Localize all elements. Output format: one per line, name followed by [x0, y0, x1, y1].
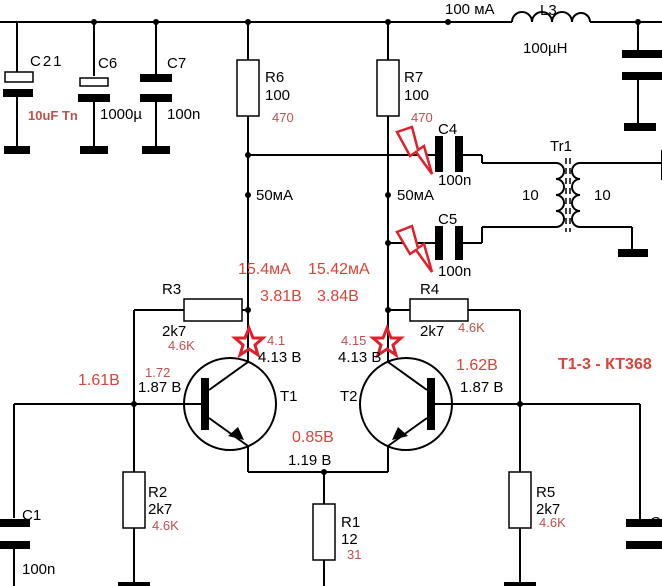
- r1-label: R1: [341, 514, 360, 531]
- r7-label: R7: [404, 69, 423, 86]
- tr1-right-value: 10: [594, 187, 611, 204]
- r6-label: R6: [265, 69, 284, 86]
- collector-v-right: 3.84В: [317, 288, 359, 305]
- t2-base-nominal: 1.87 В: [460, 379, 503, 396]
- measured-current-right: 15.42мА: [308, 261, 370, 278]
- t2-collector-nominal: 4.13 В: [338, 349, 381, 366]
- resistor-r4: [409, 298, 469, 322]
- capacitor-c21: [3, 71, 34, 154]
- r4-alt: 4.6K: [458, 320, 485, 335]
- r5-value: 2k7: [536, 501, 560, 518]
- resistor-r7: [376, 59, 400, 117]
- emitter-measured: 0.85В: [292, 429, 334, 446]
- resistor-r1: [312, 503, 336, 561]
- t1-collector-measured: 4.1: [267, 333, 285, 348]
- r6-value: 100: [265, 87, 290, 104]
- tr1-label: Tr1: [550, 138, 572, 155]
- r3-label: R3: [162, 281, 181, 298]
- r7-value: 100: [404, 87, 429, 104]
- c4-value: 100n: [438, 172, 471, 189]
- r3-value: 2k7: [162, 323, 186, 340]
- transistor-t2: [359, 357, 520, 451]
- l3-value: 100µH: [523, 40, 568, 57]
- inductor-l3: [511, 11, 591, 23]
- branch-current-right: 50мА: [397, 187, 434, 204]
- t1-label: T1: [280, 388, 298, 405]
- supply-rail: [0, 19, 662, 76]
- t1-base-nominal: 1.87 В: [138, 379, 181, 396]
- capacitor-c5: [435, 226, 463, 260]
- c1-value: 100n: [22, 561, 55, 578]
- t2-collector-measured: 4.15: [341, 333, 366, 348]
- lightning-icon-c5: [395, 224, 434, 273]
- r2-value: 2k7: [148, 501, 172, 518]
- c7-label: C7: [167, 55, 186, 72]
- t1-collector-nominal: 4.13 В: [258, 349, 301, 366]
- capacitor-c7: [140, 74, 172, 154]
- r4-value: 2k7: [420, 323, 444, 340]
- c5-value: 100n: [438, 263, 471, 280]
- collector-v-left: 3.81В: [260, 288, 302, 305]
- capacitor-c4: [435, 136, 463, 172]
- c4-label: C4: [438, 121, 457, 138]
- capacitor-right-top: [622, 50, 662, 131]
- resistor-r2: [122, 471, 146, 529]
- c5-label: C5: [438, 211, 457, 228]
- c21-label: C21: [30, 53, 64, 70]
- transistor-note: T1-3 - КТ368: [558, 356, 652, 373]
- marker-star-right: [369, 323, 405, 359]
- resistor-r3: [183, 298, 243, 322]
- capacitor-c6: [78, 77, 110, 154]
- r6-alt: 470: [272, 110, 294, 125]
- c6-value: 1000µ: [100, 106, 142, 123]
- capacitor-c1: [0, 519, 30, 586]
- r4-label: R4: [420, 281, 439, 298]
- c1-label: C1: [22, 507, 41, 524]
- r1-value: 12: [341, 531, 358, 548]
- lightning-icon-c4: [395, 125, 434, 175]
- r1-alt: 31: [347, 547, 361, 562]
- r7-alt: 470: [411, 110, 433, 125]
- t1-base-measured-big: 1.61В: [78, 372, 120, 389]
- r3-alt: 4.6K: [168, 338, 195, 353]
- r2-label: R2: [148, 484, 167, 501]
- transistor-t1: [134, 357, 277, 451]
- r5-alt: 4.6K: [539, 515, 566, 530]
- r5-label: R5: [536, 484, 555, 501]
- r2-alt: 4.6K: [152, 518, 179, 533]
- c6-label: C6: [98, 55, 117, 72]
- transformer-tr1: [555, 150, 662, 257]
- measured-current-left: 15.4мА: [238, 261, 291, 278]
- c21-value: 10uF Tn: [28, 108, 78, 123]
- resistor-r6: [236, 59, 260, 117]
- resistor-r5: [508, 471, 532, 529]
- branch-current-left: 50мА: [256, 187, 293, 204]
- marker-star-left: [231, 323, 267, 359]
- t1-base-measured: 1.72: [145, 365, 170, 380]
- t2-base-measured: 1.62В: [456, 357, 498, 374]
- capacitor-right-bottom: [626, 519, 662, 549]
- t2-label: T2: [340, 388, 358, 405]
- c7-value: 100n: [167, 106, 200, 123]
- l3-label: L3: [540, 2, 557, 19]
- c-right-partial-label: C: [650, 514, 661, 531]
- supply-current-label: 100 мА: [445, 1, 495, 18]
- emitter-nominal: 1.19 В: [288, 452, 331, 469]
- tr1-left-value: 10: [522, 187, 539, 204]
